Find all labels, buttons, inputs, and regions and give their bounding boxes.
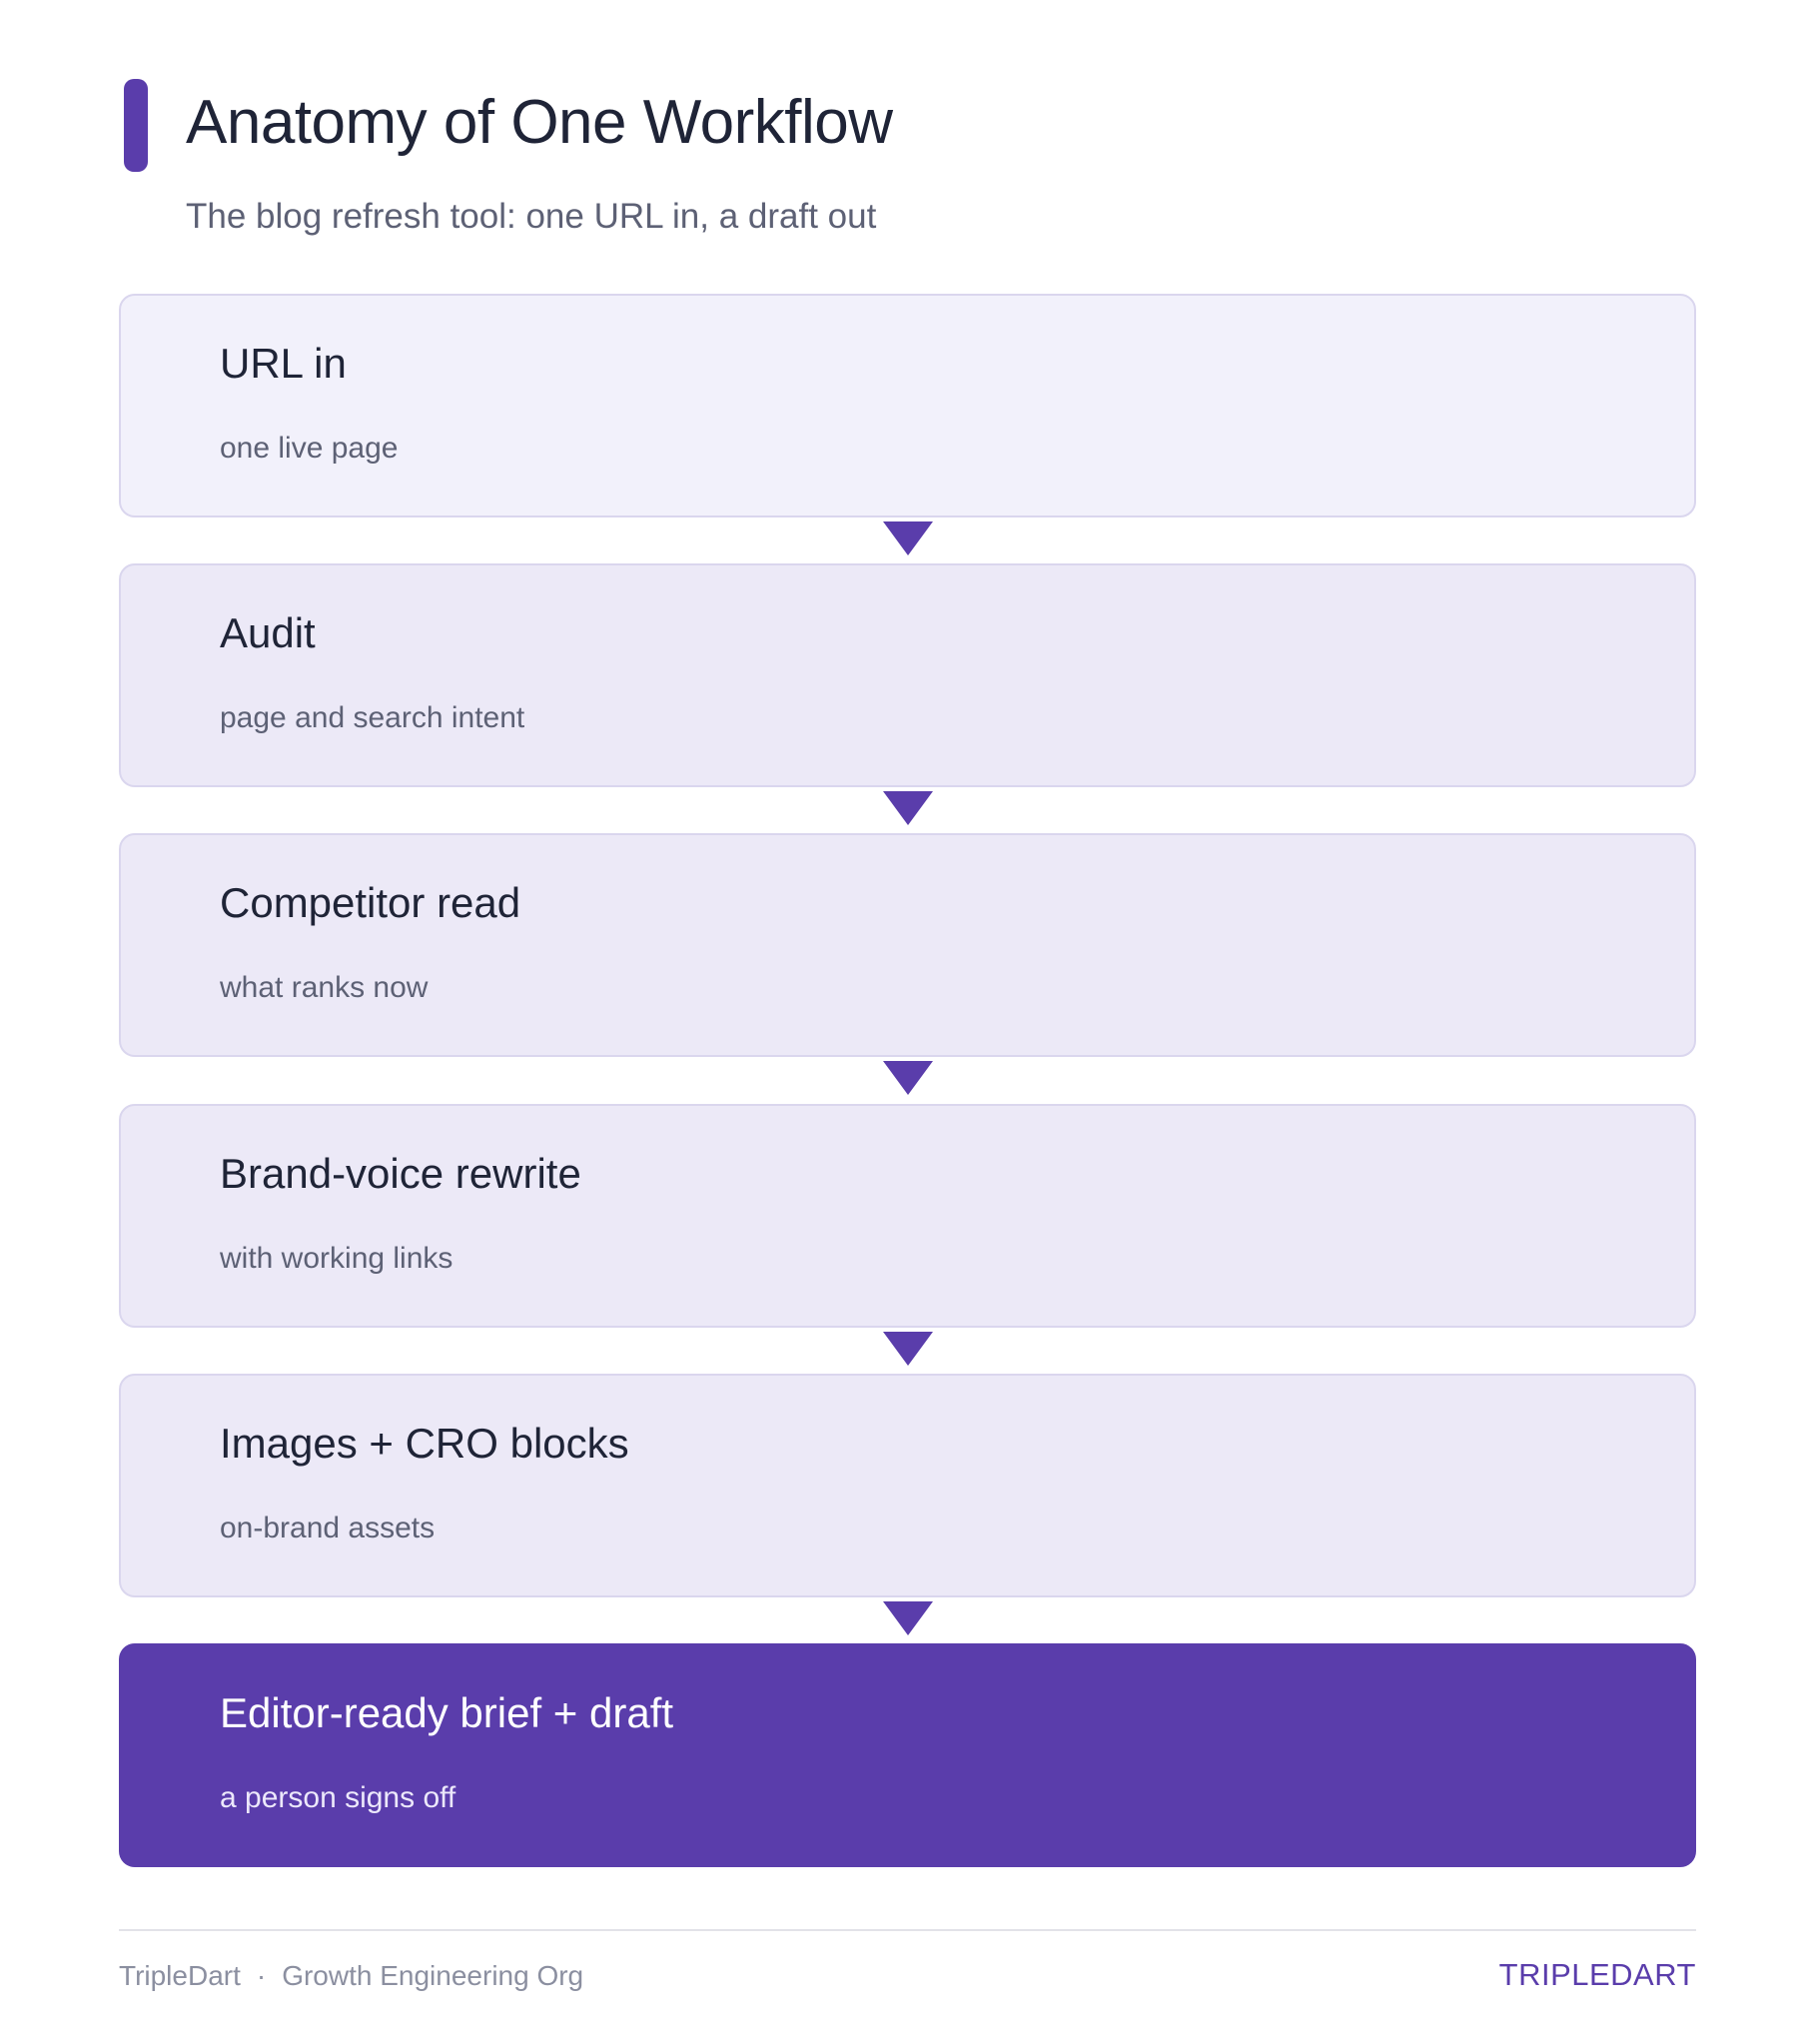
step-title: Brand-voice rewrite: [220, 1150, 581, 1197]
step-brand-voice-rewrite: Brand-voice rewrite with working links: [119, 1104, 1696, 1328]
step-description: one live page: [220, 432, 399, 465]
step-title: Editor-ready brief + draft: [220, 1689, 674, 1736]
down-arrow-icon: [883, 1601, 933, 1635]
page-title: Anatomy of One Workflow: [186, 88, 893, 157]
step-images-cro-blocks: Images + CRO blocks on-brand assets: [119, 1374, 1696, 1597]
footer-separator: ·: [256, 1960, 267, 1991]
title-accent-bar: [124, 79, 148, 172]
step-title: Audit: [220, 609, 316, 656]
step-competitor-read: Competitor read what ranks now: [119, 833, 1696, 1057]
page-subtitle: The blog refresh tool: one URL in, a dra…: [186, 197, 877, 236]
down-arrow-icon: [883, 521, 933, 555]
footer-brand-wordmark: TRIPLEDART: [1498, 1957, 1696, 1992]
down-arrow-icon: [883, 791, 933, 825]
step-description: page and search intent: [220, 701, 525, 734]
step-title: Competitor read: [220, 879, 521, 926]
step-audit: Audit page and search intent: [119, 563, 1696, 787]
step-description: a person signs off: [220, 1781, 456, 1814]
step-description: on-brand assets: [220, 1512, 436, 1544]
step-editor-ready-draft: Editor-ready brief + draft a person sign…: [119, 1643, 1696, 1867]
step-title: Images + CRO blocks: [220, 1420, 629, 1467]
down-arrow-icon: [883, 1061, 933, 1095]
footer-attribution: TripleDart · Growth Engineering Org: [119, 1958, 583, 1994]
step-description: with working links: [220, 1242, 453, 1275]
footer-org-name: TripleDart: [119, 1960, 241, 1991]
down-arrow-icon: [883, 1332, 933, 1366]
step-title: URL in: [220, 340, 347, 387]
footer-team-name: Growth Engineering Org: [282, 1960, 584, 1991]
footer-divider: [119, 1929, 1696, 1931]
step-description: what ranks now: [220, 971, 429, 1004]
step-url-in: URL in one live page: [119, 294, 1696, 517]
